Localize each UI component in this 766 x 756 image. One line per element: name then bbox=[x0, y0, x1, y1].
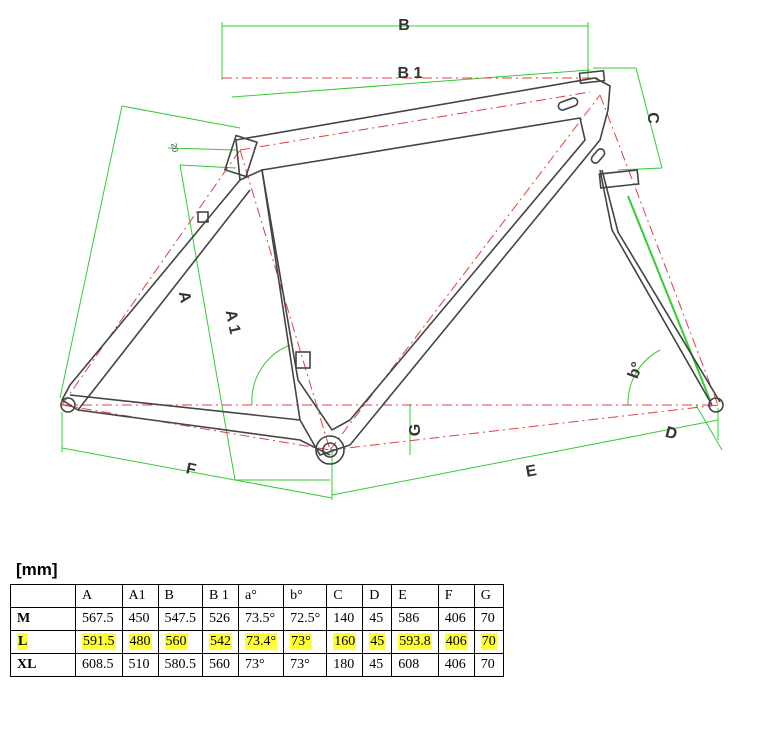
header-cell: A bbox=[75, 584, 123, 608]
label-c: C bbox=[644, 112, 661, 124]
table-cell: 160 bbox=[326, 630, 364, 654]
label-b1: B 1 bbox=[398, 65, 423, 82]
size-label: XL bbox=[10, 653, 76, 677]
table-cell: 73.5° bbox=[237, 607, 285, 631]
size-label: L bbox=[10, 630, 76, 654]
table-cell: 567.5 bbox=[75, 607, 123, 631]
table-header-row: A A1 B B 1 a° b° C D E F G bbox=[10, 584, 504, 608]
label-e: E bbox=[524, 462, 538, 481]
highlighted-value: 406 bbox=[444, 633, 468, 650]
header-cell: a° bbox=[237, 584, 285, 608]
table-cell: 542 bbox=[202, 630, 239, 654]
table-cell: 406 bbox=[437, 630, 475, 654]
bike-frame bbox=[60, 69, 724, 465]
table-cell: 45 bbox=[362, 607, 393, 631]
header-cell: A1 bbox=[121, 584, 159, 608]
center-lines bbox=[61, 77, 719, 451]
table-row-l: L 591.5 480 560 542 73.4° 73° 160 45 593… bbox=[10, 630, 504, 654]
table-cell: 547.5 bbox=[157, 607, 203, 631]
highlighted-value: 593.8 bbox=[398, 633, 432, 650]
geometry-table: A A1 B B 1 a° b° C D E F G M 567.5 450 5… bbox=[10, 584, 504, 677]
header-cell: E bbox=[391, 584, 439, 608]
label-d: D bbox=[663, 424, 679, 443]
header-cell: G bbox=[473, 584, 504, 608]
table-cell: 73.4° bbox=[237, 630, 285, 654]
table-cell: 450 bbox=[121, 607, 159, 631]
table-cell: 70 bbox=[473, 607, 504, 631]
table-cell: 140 bbox=[326, 607, 364, 631]
table-cell: 406 bbox=[437, 607, 475, 631]
label-a: A bbox=[175, 290, 194, 305]
table-cell: 560 bbox=[202, 653, 239, 677]
table-cell: 593.8 bbox=[391, 630, 439, 654]
table-cell: 73° bbox=[283, 653, 328, 677]
highlighted-value: 591.5 bbox=[82, 633, 116, 650]
unit-label: [mm] bbox=[16, 560, 58, 579]
frame-geometry-diagram: B B 1 C A A 1 20 F E G D b° bbox=[59, 17, 724, 500]
table-row-m: M 567.5 450 547.5 526 73.5° 72.5° 140 45… bbox=[10, 607, 504, 631]
header-cell: b° bbox=[283, 584, 328, 608]
table-cell: 560 bbox=[157, 630, 203, 654]
header-cell: C bbox=[326, 584, 364, 608]
highlighted-value: L bbox=[17, 633, 29, 650]
label-tick20: 20 bbox=[169, 142, 180, 153]
header-cell: F bbox=[437, 584, 475, 608]
table-cell: 72.5° bbox=[283, 607, 328, 631]
table-row-xl: XL 608.5 510 580.5 560 73° 73° 180 45 60… bbox=[10, 653, 504, 677]
table-cell: 73° bbox=[237, 653, 285, 677]
header-cell: B 1 bbox=[202, 584, 239, 608]
table-cell: 608 bbox=[391, 653, 439, 677]
table-cell: 586 bbox=[391, 607, 439, 631]
header-cell: D bbox=[362, 584, 393, 608]
highlighted-value: 73.4° bbox=[245, 633, 278, 650]
highlighted-value: 480 bbox=[128, 633, 152, 650]
table-cell: 70 bbox=[473, 630, 504, 654]
table-cell: 70 bbox=[473, 653, 504, 677]
highlighted-value: 542 bbox=[209, 633, 232, 650]
table-cell: 45 bbox=[362, 630, 393, 654]
table-cell: 480 bbox=[121, 630, 159, 654]
highlighted-value: 73° bbox=[290, 633, 312, 650]
header-cell bbox=[10, 584, 76, 608]
label-b-angle: b° bbox=[625, 360, 647, 381]
label-g: G bbox=[407, 424, 424, 436]
table-cell: 510 bbox=[121, 653, 159, 677]
table-cell: 45 bbox=[362, 653, 393, 677]
table-cell: 180 bbox=[326, 653, 364, 677]
table-cell: 406 bbox=[437, 653, 475, 677]
highlighted-value: 560 bbox=[164, 633, 188, 650]
size-label: M bbox=[10, 607, 76, 631]
header-cell: B bbox=[157, 584, 203, 608]
table-cell: 526 bbox=[202, 607, 239, 631]
label-b: B bbox=[398, 17, 410, 34]
table-cell: 591.5 bbox=[75, 630, 123, 654]
table-cell: 73° bbox=[283, 630, 328, 654]
highlighted-value: 70 bbox=[480, 633, 497, 650]
highlighted-value: 45 bbox=[369, 633, 386, 650]
label-f: F bbox=[184, 460, 197, 479]
table-cell: 608.5 bbox=[75, 653, 123, 677]
table-cell: 580.5 bbox=[157, 653, 203, 677]
highlighted-value: 160 bbox=[333, 633, 357, 650]
dimension-lines bbox=[59, 22, 723, 500]
label-a1: A 1 bbox=[222, 308, 244, 335]
